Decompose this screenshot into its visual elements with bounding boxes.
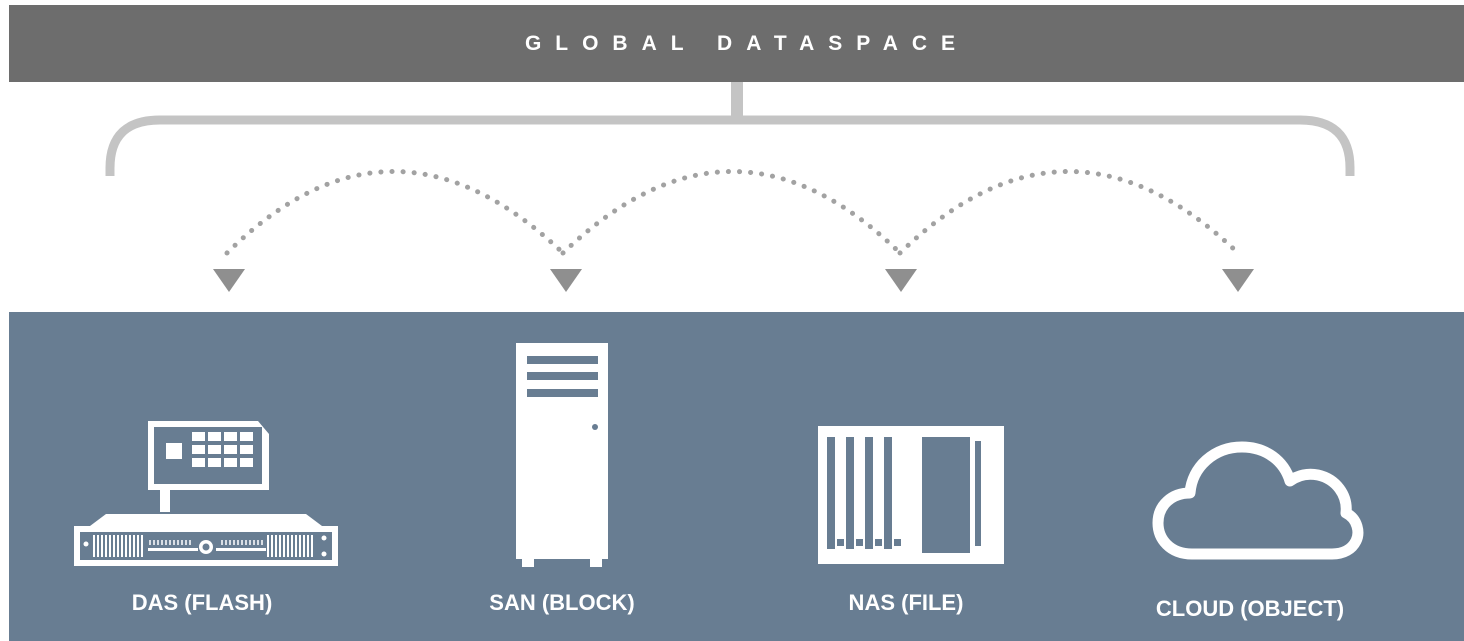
nas-drive-bays-icon: [818, 426, 1004, 564]
dotted-arc-1: [224, 169, 566, 256]
arrow-down-icon: [885, 269, 917, 292]
arrow-down-icon: [550, 269, 582, 292]
banner-title: GLOBAL DATASPACE: [524, 31, 970, 55]
global-dataspace-banner: GLOBAL DATASPACE: [9, 5, 1464, 82]
cloud-icon: [1152, 441, 1364, 560]
pcie-card-and-rack-server-icon: [74, 421, 338, 566]
tier-label-cloud: CLOUD (OBJECT): [1155, 596, 1345, 621]
bracket-bar: [105, 115, 1355, 176]
arrow-down-icon: [213, 269, 245, 292]
connector-graphic: [105, 82, 1355, 292]
tower-server-icon: [516, 343, 608, 567]
dotted-arc-3: [897, 169, 1241, 256]
arrow-down-icon: [1222, 269, 1254, 292]
tier-label-nas: NAS (FILE): [848, 590, 964, 615]
tier-label-san: SAN (BLOCK): [489, 590, 635, 615]
tier-label-das: DAS (FLASH): [131, 590, 273, 615]
dotted-arc-2: [560, 169, 903, 256]
